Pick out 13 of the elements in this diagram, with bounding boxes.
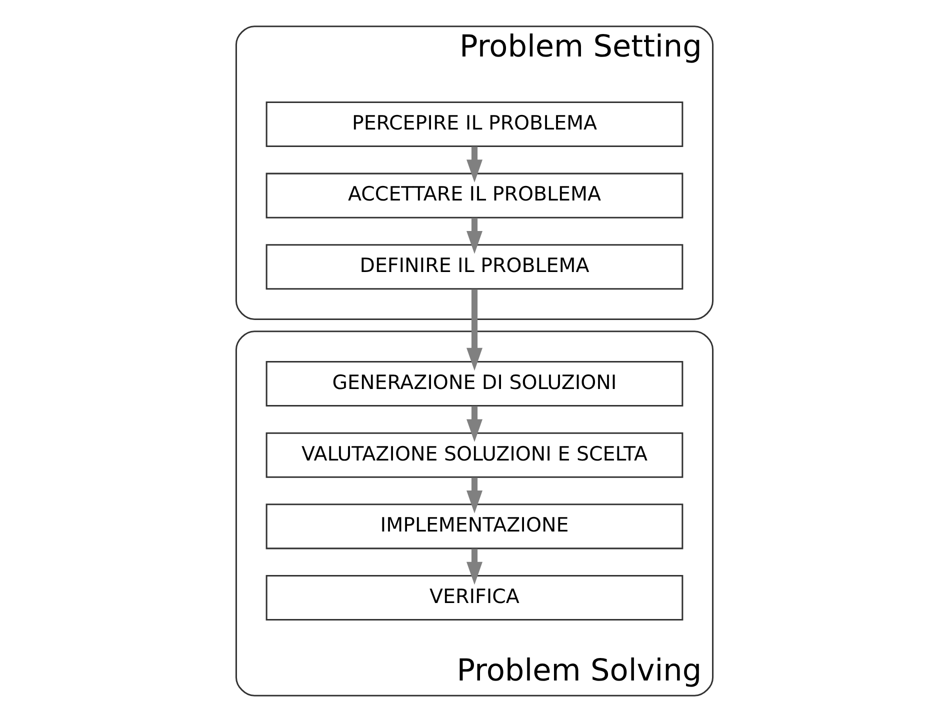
arrow bbox=[466, 289, 482, 371]
arrow bbox=[466, 146, 482, 182]
node-box: DEFINIRE IL PROBLEMA bbox=[265, 244, 683, 290]
arrow bbox=[466, 218, 482, 254]
arrow bbox=[466, 406, 482, 442]
node-box: VALUTAZIONE SOLUZIONI E SCELTA bbox=[265, 432, 683, 478]
arrow bbox=[466, 548, 482, 585]
arrow bbox=[466, 477, 482, 514]
node-box: IMPLEMENTAZIONE bbox=[265, 504, 683, 550]
node-box: PERCEPIRE IL PROBLEMA bbox=[265, 101, 683, 147]
node-box: GENERAZIONE DI SOLUZIONI bbox=[265, 361, 683, 407]
node-box: ACCETTARE IL PROBLEMA bbox=[265, 172, 683, 218]
node-box: VERIFICA bbox=[265, 575, 683, 621]
